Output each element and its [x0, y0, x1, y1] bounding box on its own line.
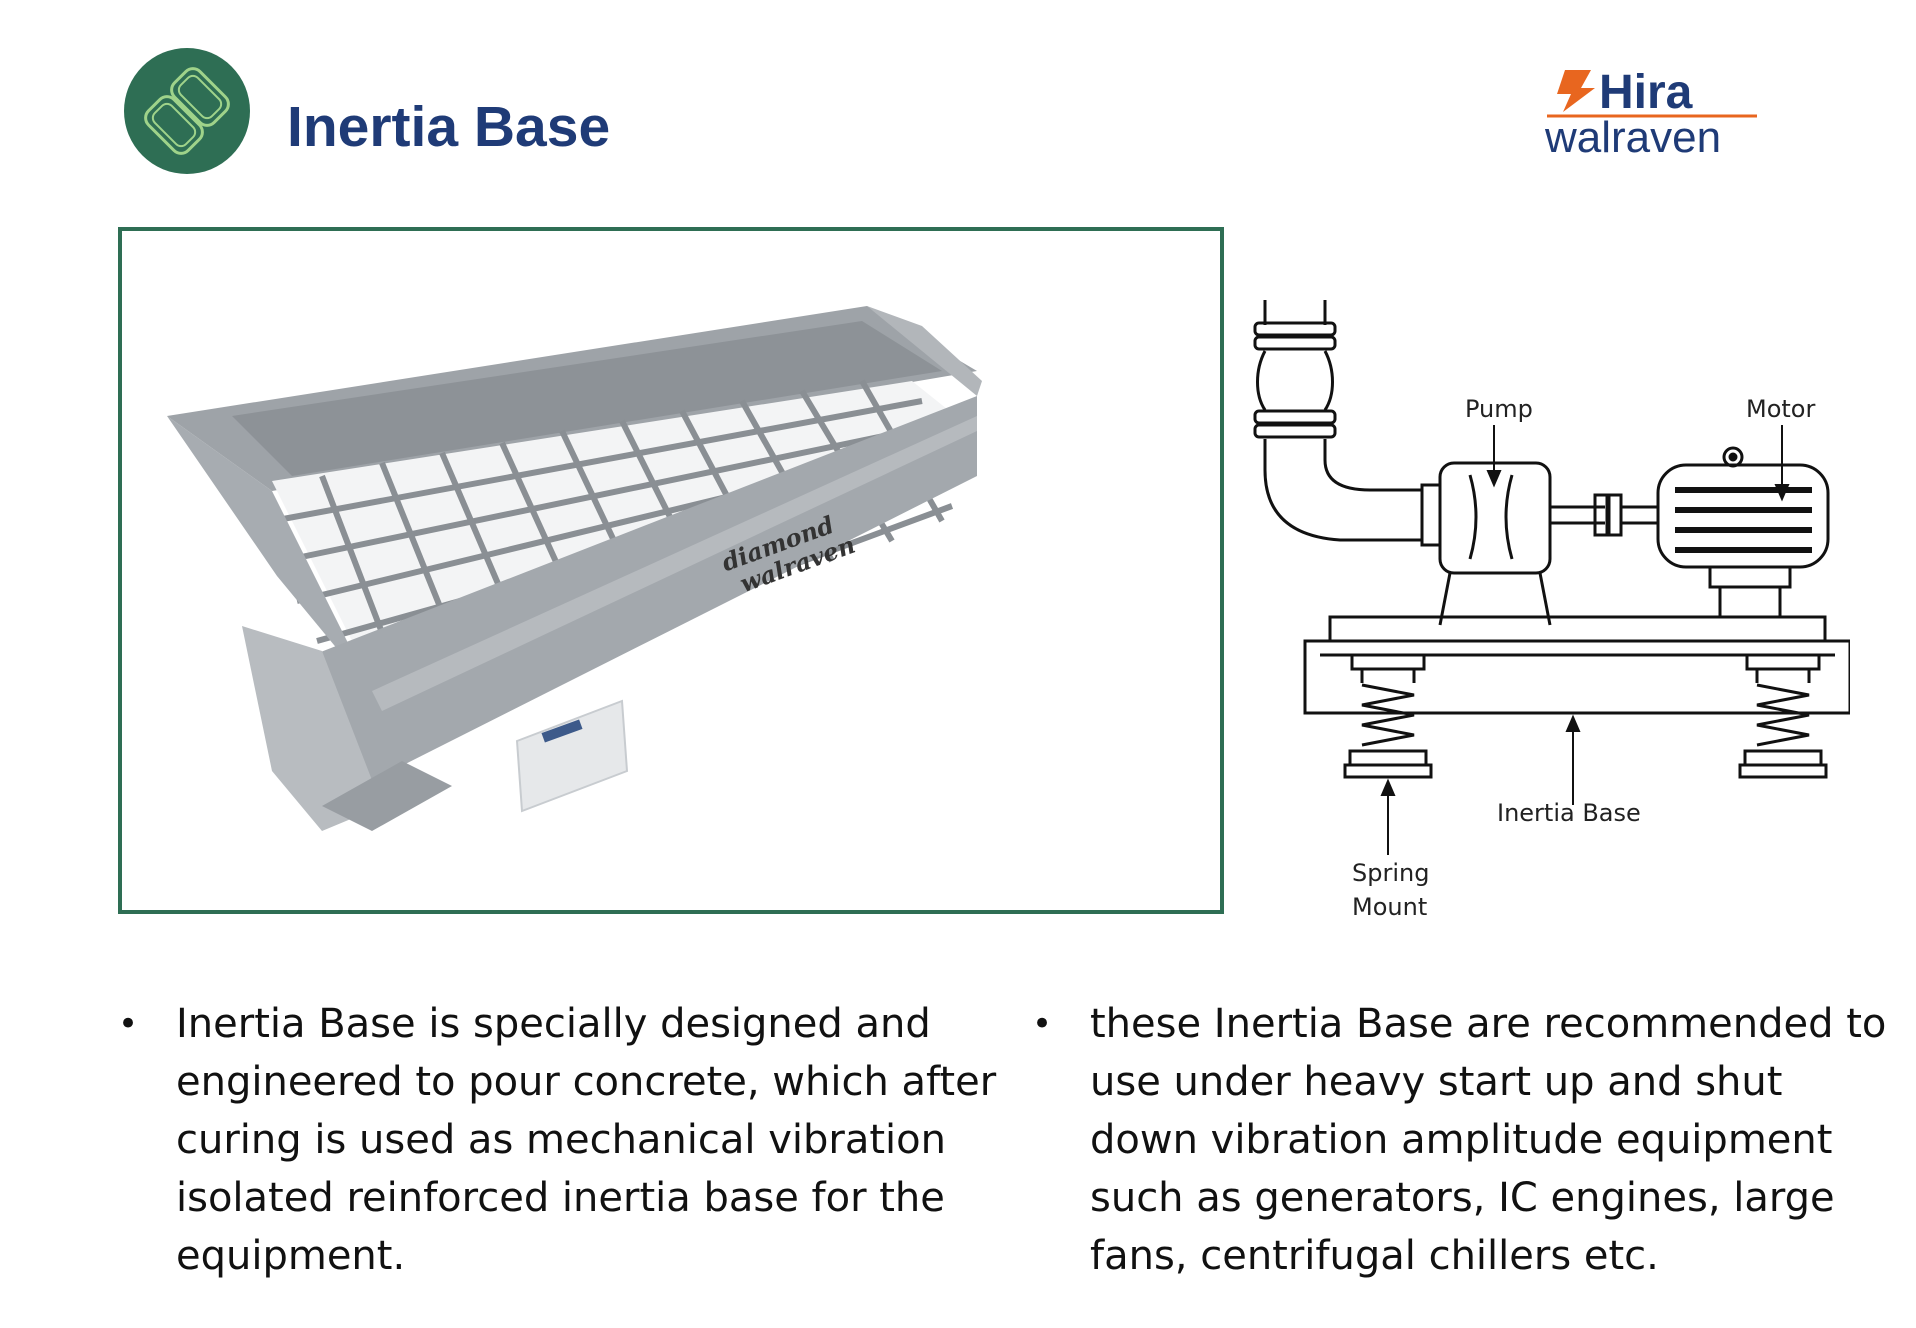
bullet-item: these Inertia Base are recommended to us… — [1032, 995, 1902, 1285]
lightning-icon — [1557, 70, 1595, 112]
pump-label: Pump — [1465, 395, 1533, 423]
chain-link-icon — [122, 47, 252, 175]
pump-motor-diagram: Pump Motor Inertia Base Spring Mount — [1250, 295, 1852, 930]
motor-label: Motor — [1746, 395, 1815, 423]
bullet-list-right: these Inertia Base are recommended to us… — [1032, 995, 1902, 1285]
inertia-base-photo: diamond walraven — [167, 306, 982, 831]
logo-line1: Hira — [1599, 66, 1693, 119]
spring-mount-label-line2: Mount — [1352, 893, 1427, 921]
bullet-list-left: Inertia Base is specially designed and e… — [118, 995, 998, 1285]
inertia-base-label: Inertia Base — [1497, 799, 1641, 827]
product-photo-frame: diamond walraven — [118, 227, 1224, 914]
logo-line2: walraven — [1544, 113, 1721, 158]
hira-walraven-logo: Hira walraven — [1541, 62, 1763, 162]
page-title: Inertia Base — [287, 95, 611, 159]
bullet-item: Inertia Base is specially designed and e… — [118, 995, 998, 1285]
spring-mount-label-line1: Spring — [1352, 859, 1429, 887]
